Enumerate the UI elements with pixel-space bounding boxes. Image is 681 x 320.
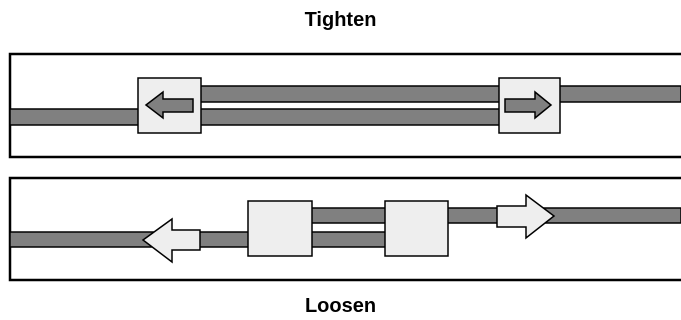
- loosen-left-block: [247, 200, 313, 257]
- tighten-rope-upper: [199, 85, 681, 103]
- tighten-label: Tighten: [304, 9, 377, 31]
- loosen-right-block: [384, 200, 449, 257]
- arrow-left-icon: [141, 217, 201, 264]
- tighten-panel: [8, 52, 681, 159]
- loosen-label: Loosen: [304, 295, 377, 317]
- loosen-panel: [8, 176, 681, 282]
- tighten-panel-frame: [8, 52, 681, 159]
- arrow-right-icon: [496, 193, 556, 240]
- loosen-panel-frame: [8, 176, 681, 282]
- arrow-left-icon: [144, 90, 194, 120]
- tighten-rope-lower: [9, 108, 501, 126]
- loosen-rope-upper: [309, 207, 681, 224]
- arrow-right-icon: [504, 90, 553, 120]
